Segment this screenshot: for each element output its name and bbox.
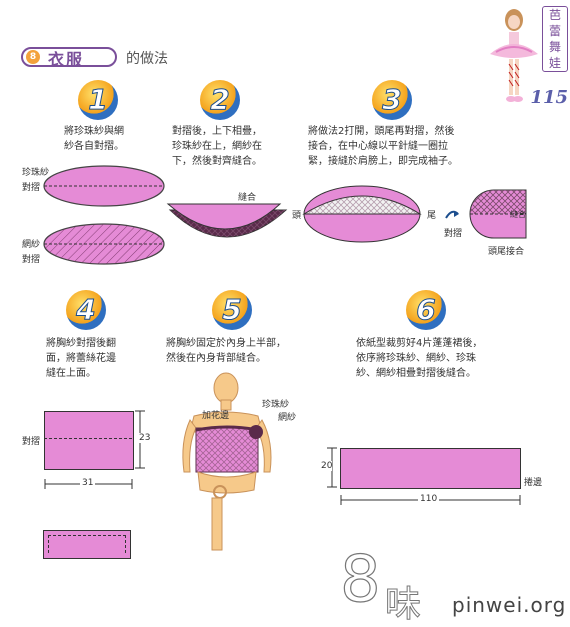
text-line: 將珍珠紗與網 <box>64 126 124 137</box>
label-lace: 加花邊 <box>202 411 230 421</box>
section-badge: 8 <box>26 50 40 64</box>
book-title-vertical: 芭 蕾 舞 娃 <box>542 6 568 72</box>
label-pearl: 珍珠紗 <box>22 168 50 178</box>
text-line: 將做法2打開，頭尾再對摺，然後 <box>308 126 455 137</box>
watermark-eight: 8 <box>339 543 381 617</box>
page-title: 衣服 <box>48 50 85 69</box>
step-number-1: 1 <box>78 80 118 120</box>
label-mesh-5: 網紗 <box>278 413 297 423</box>
title-frame <box>21 47 117 67</box>
side-char: 娃 <box>548 56 561 70</box>
label-fold: 對摺 <box>22 183 41 193</box>
step-4-folded-fabric <box>43 530 131 559</box>
step-3-diagram <box>302 185 422 243</box>
watermark-wei: 味 <box>384 584 422 626</box>
step-number-4: 4 <box>66 290 106 330</box>
side-char: 舞 <box>548 40 561 54</box>
dim-31: 31 <box>80 478 96 488</box>
step-number-2: 2 <box>200 80 240 120</box>
label-tail: 尾 <box>427 211 437 221</box>
text-line: 珍珠紗在上，網紗在 <box>172 141 262 152</box>
page-subtitle: 的做法 <box>126 51 168 67</box>
stitch-line <box>48 535 126 553</box>
text-line: 然後在內身背部縫合。 <box>166 353 266 364</box>
watermark-site: pinwei.org <box>452 593 567 617</box>
text-line: 紗、網紗相疊對摺後縫合。 <box>356 368 476 379</box>
label-fold-4: 對摺 <box>22 437 41 447</box>
step-number-5: 5 <box>212 290 252 330</box>
step-1-diagram <box>43 165 165 265</box>
label-head: 頭 <box>292 211 302 221</box>
step-2-diagram <box>166 203 288 238</box>
label-fold-3: 對摺 <box>444 229 463 239</box>
step-3-folded-diagram <box>469 189 527 239</box>
ballerina-doll-image <box>490 9 538 102</box>
text-line: 縫在上面。 <box>46 368 96 379</box>
fold-line <box>44 438 132 439</box>
text-line: 接合，在中心線以平針縫一圈拉 <box>308 141 448 152</box>
text-line: 緊，接縫於肩膀上，即完成袖子。 <box>308 156 458 167</box>
step-4-fabric <box>44 411 134 470</box>
text-line: 對摺後，上下相疊， <box>172 126 262 137</box>
side-char: 蕾 <box>548 24 561 38</box>
text-line: 下，然後對齊縫合。 <box>172 156 262 167</box>
label-head-tail-join: 頭尾接合 <box>488 247 525 257</box>
page-number: 115 <box>530 87 568 108</box>
arrow-right-icon <box>445 210 459 219</box>
step-6-text: 依紙型裁剪好4片蓬蓬裙後， 依序將珍珠紗、網紗、珍珠 紗、網紗相疊對摺後縫合。 <box>356 336 482 381</box>
dim-23: 23 <box>139 433 151 443</box>
dim-20: 20 <box>321 461 333 471</box>
text-line: 將胸紗對摺後翻 <box>46 338 116 349</box>
step-number-6: 6 <box>406 290 446 330</box>
step-number-3: 3 <box>372 80 412 120</box>
text-line: 將胸紗固定於內身上半部， <box>166 338 286 349</box>
side-char: 芭 <box>548 8 561 22</box>
dim-110: 110 <box>418 494 440 504</box>
label-sew: 縫合 <box>238 193 257 203</box>
text-line: 紗各自對摺。 <box>64 141 124 152</box>
label-pearl-5: 珍珠紗 <box>262 400 290 410</box>
step-4-text: 將胸紗對摺後翻 面，將蕾絲花邊 縫在上面。 <box>46 336 116 381</box>
text-line: 面，將蕾絲花邊 <box>46 353 116 364</box>
step-5-doll-body <box>182 372 272 551</box>
label-hem: 捲邊 <box>524 478 543 488</box>
step-6-fabric <box>340 448 521 489</box>
step-2-text: 對摺後，上下相疊， 珍珠紗在上，網紗在 下，然後對齊縫合。 <box>172 124 262 169</box>
label-sew-small: 縫合 <box>510 210 526 219</box>
text-line: 依紙型裁剪好4片蓬蓬裙後， <box>356 338 483 349</box>
label-fold: 對摺 <box>22 255 41 265</box>
text-line: 依序將珍珠紗、網紗、珍珠 <box>356 353 476 364</box>
label-mesh: 網紗 <box>22 240 41 250</box>
step-3-text: 將做法2打開，頭尾再對摺，然後 接合，在中心線以平針縫一圈拉 緊，接縫於肩膀上，… <box>308 124 458 169</box>
step-1-text: 將珍珠紗與網 紗各自對摺。 <box>64 124 124 154</box>
step-5-text: 將胸紗固定於內身上半部， 然後在內身背部縫合。 <box>166 336 286 366</box>
